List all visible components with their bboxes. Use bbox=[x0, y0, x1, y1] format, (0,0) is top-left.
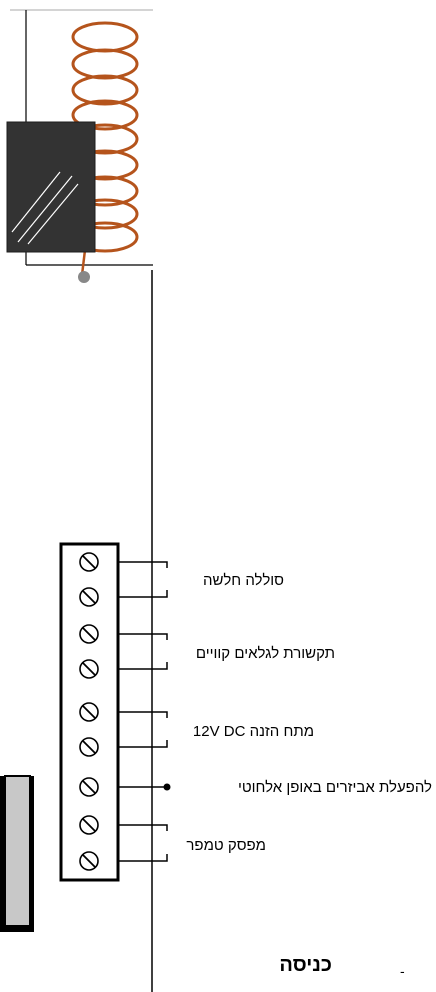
label-supply-voltage: מתח הזנה 12V DC bbox=[193, 723, 314, 740]
terminal-screw bbox=[79, 777, 99, 797]
coil-loop bbox=[71, 21, 139, 53]
coil-loop bbox=[71, 99, 139, 131]
terminal-screw bbox=[79, 552, 99, 572]
terminal-screw bbox=[79, 624, 99, 644]
label-wireless-accessories: להפעלת אביזרים באופן אלחוטי bbox=[238, 779, 432, 796]
terminal-block bbox=[59, 542, 120, 882]
terminal-screw bbox=[79, 851, 99, 871]
label-tamper-switch: מפסק טמפר bbox=[186, 837, 266, 854]
coil-terminal-dot bbox=[78, 271, 90, 283]
side-panel bbox=[0, 775, 34, 932]
terminal-screw bbox=[79, 815, 99, 835]
terminal-screw bbox=[79, 702, 99, 722]
entrance-heading: כניסה bbox=[279, 954, 332, 976]
relay-block bbox=[6, 121, 96, 253]
label-weak-coil: סוללה חלשה bbox=[203, 572, 284, 589]
label-wired-detectors: תקשורת לגלאים קוויים bbox=[196, 645, 335, 662]
terminal-screw bbox=[79, 737, 99, 757]
terminal-wires bbox=[118, 561, 168, 862]
coil-loop bbox=[71, 74, 139, 106]
wireless-connection-dot bbox=[163, 783, 171, 791]
dash-mark: - bbox=[400, 963, 405, 979]
coil-loop bbox=[71, 48, 139, 80]
terminal-screw bbox=[79, 659, 99, 679]
terminal-screw bbox=[79, 587, 99, 607]
